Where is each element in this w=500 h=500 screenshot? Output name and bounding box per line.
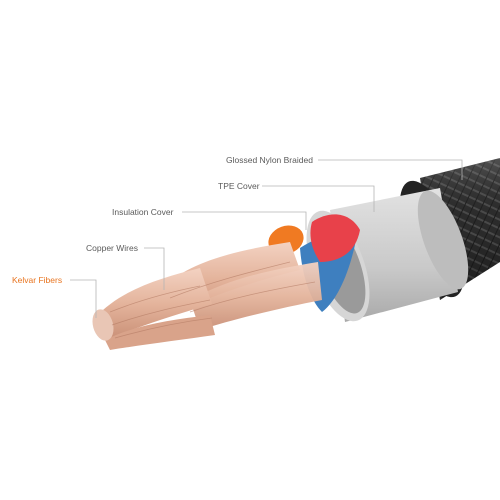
leader-line-tpe-cover — [262, 185, 375, 212]
leader-line-copper-wires — [144, 247, 165, 290]
leader-line-insulation-cover — [182, 211, 307, 230]
label-copper-wires: Copper Wires — [86, 243, 138, 253]
label-kelvar-fibers: Kelvar Fibers — [12, 275, 63, 285]
label-insulation-cover: Insulation Cover — [112, 207, 174, 217]
label-glossed-nylon-braided: Glossed Nylon Braided — [226, 155, 313, 165]
copper-strands — [92, 242, 322, 350]
leader-lines — [70, 159, 463, 318]
label-tpe-cover: TPE Cover — [218, 181, 260, 191]
leader-line-glossed-nylon-braided — [318, 159, 463, 180]
leader-line-kelvar-fibers — [70, 279, 97, 318]
